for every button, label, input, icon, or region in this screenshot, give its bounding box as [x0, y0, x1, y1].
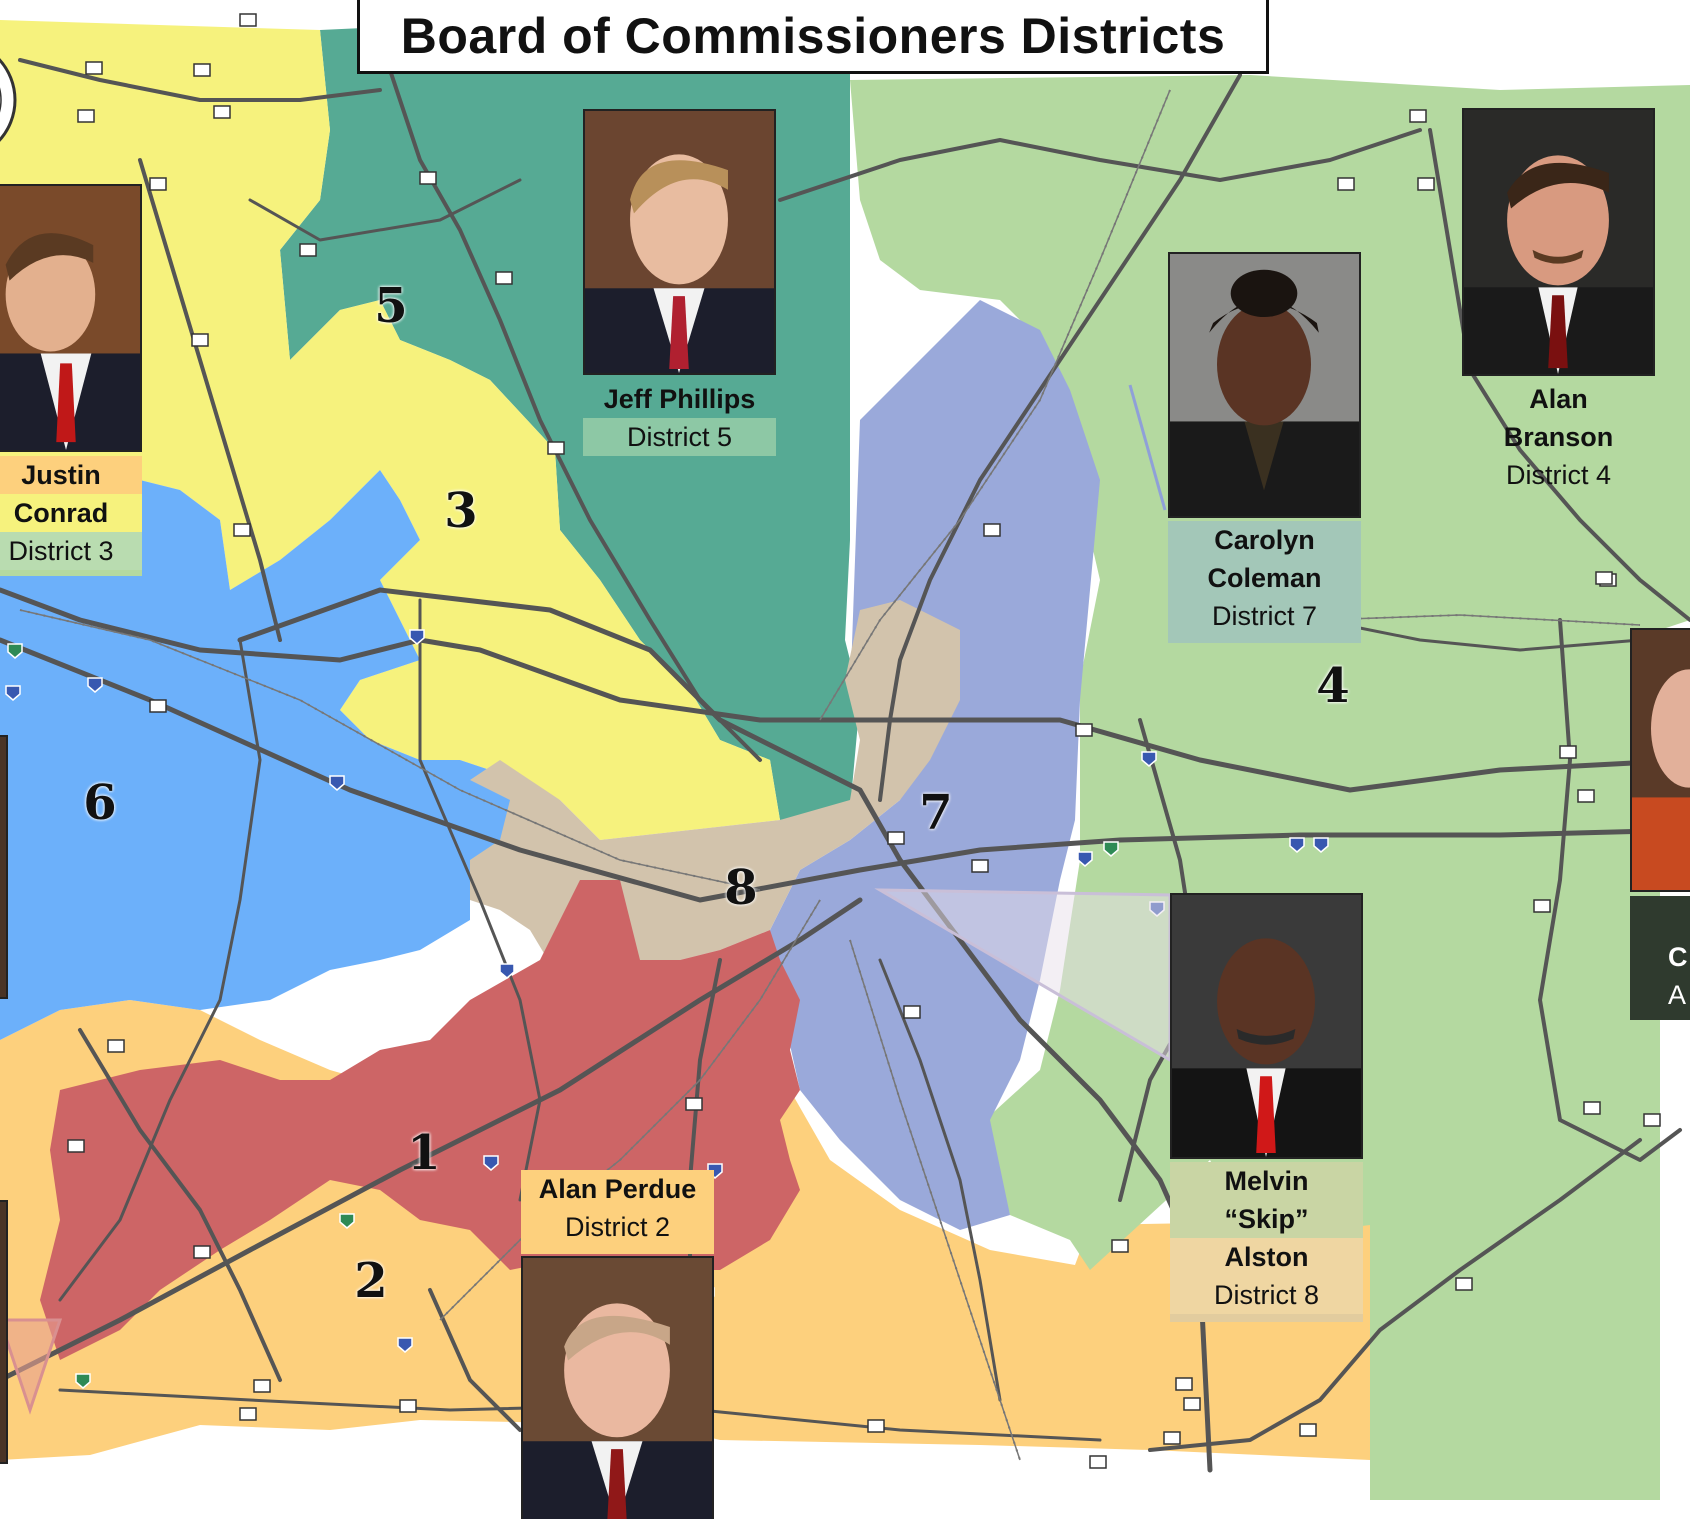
district-label-2: 2	[354, 1253, 388, 1309]
road-network	[0, 58, 1690, 1473]
commissioner-name-line: Conrad	[0, 494, 142, 532]
portrait-photo-icon	[1630, 628, 1690, 892]
district-3-area	[0, 20, 780, 840]
commissioner-name-line: Alan	[1529, 384, 1588, 414]
district-label-1: 1	[407, 1125, 441, 1181]
county-seal-icon	[0, 58, 17, 142]
commissioner-caption-jeff-phillips: Jeff Phillips District 5	[583, 380, 776, 464]
commissioner-caption-melvin-alston: Melvin “Skip” Alston District 8	[1170, 1162, 1363, 1322]
district-4-area	[850, 75, 1690, 1500]
highway-shield-icon	[67, 13, 1661, 1469]
district-label-8: 8	[724, 860, 758, 916]
commissioner-name-line: Carolyn	[1214, 525, 1315, 555]
portrait-photo-icon	[521, 1256, 714, 1519]
district-label-3: 3	[444, 483, 478, 539]
portrait-photo-icon	[1168, 252, 1361, 518]
commissioner-district: District 7	[1211, 601, 1317, 631]
commissioner-caption-partial: C A	[1630, 896, 1690, 1020]
commissioner-name-line: Justin	[0, 456, 142, 494]
commissioner-caption-carolyn-coleman: Carolyn Coleman District 7	[1168, 521, 1361, 643]
district-label-4: 4	[1316, 658, 1350, 714]
commissioner-name-line: Alston	[1170, 1238, 1363, 1276]
commissioner-name-line: Jeff Phillips	[583, 380, 776, 418]
district-label-6: 6	[83, 775, 117, 831]
commissioner-name-line: C	[1668, 942, 1688, 972]
district-7-area	[770, 300, 1100, 1230]
commissioner-district: District 3	[0, 532, 142, 570]
page-title: Board of Commissioners Districts	[400, 7, 1226, 64]
portrait-photo-icon	[0, 735, 8, 999]
district-label-5: 5	[374, 278, 408, 334]
commissioner-name-line: Alan Perdue	[538, 1174, 697, 1204]
commissioner-name-line: Coleman	[1207, 563, 1322, 593]
portrait-photo-icon	[1170, 893, 1363, 1159]
portrait-photo-icon	[0, 1200, 8, 1464]
map-title-box: Board of Commissioners Districts	[357, 0, 1269, 74]
commissioner-district: District 8	[1170, 1276, 1363, 1314]
us-route-shield-icon	[7, 643, 1119, 1389]
commissioner-caption-alan-perdue: Alan Perdue District 2	[521, 1170, 714, 1254]
commissioner-caption-alan-branson: Alan Branson District 4	[1462, 380, 1655, 500]
portrait-photo-icon	[583, 109, 776, 375]
commissioner-district: District 4	[1505, 460, 1611, 490]
district-label-7: 7	[919, 785, 953, 841]
commissioner-district: A	[1668, 980, 1687, 1010]
commissioner-name-line: Melvin	[1170, 1162, 1363, 1200]
commissioner-name-line: Branson	[1503, 422, 1614, 452]
commissioner-caption-justin-conrad: Justin Conrad District 3	[0, 456, 142, 576]
portrait-photo-icon	[1462, 108, 1655, 376]
portrait-photo-icon	[0, 184, 142, 452]
commissioner-district: District 2	[564, 1212, 670, 1242]
commissioner-name-line: “Skip”	[1170, 1200, 1363, 1238]
commissioner-district: District 5	[583, 418, 776, 456]
